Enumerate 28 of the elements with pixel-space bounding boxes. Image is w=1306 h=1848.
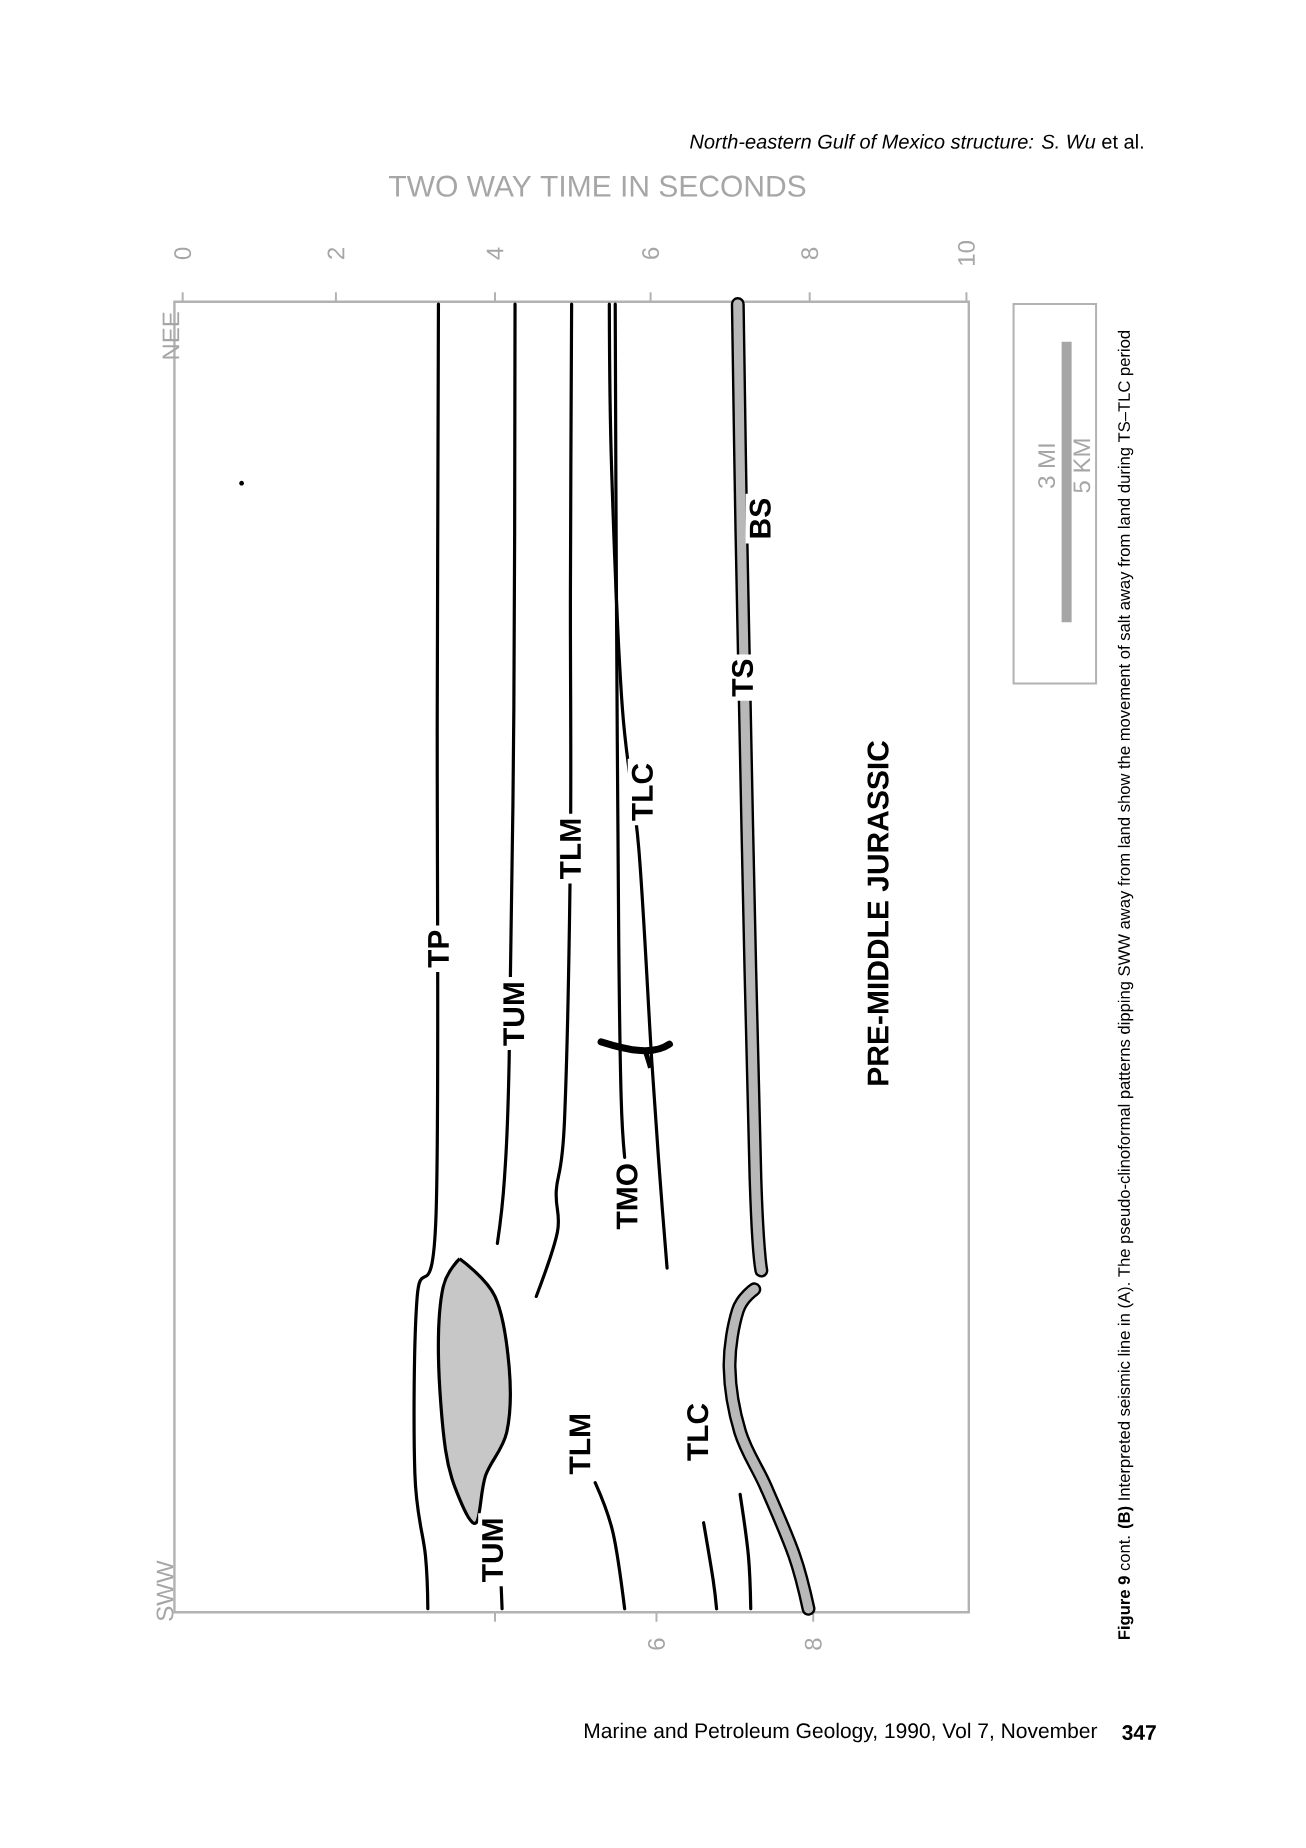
tick-label: 10 [958, 241, 975, 265]
tick-label: 6 [642, 247, 660, 259]
horizon-label: TUM [499, 977, 529, 1051]
horizon-label: BS [745, 493, 775, 544]
horizon-label: TS [727, 654, 758, 701]
scale-label: 3 MI [1038, 444, 1056, 488]
scale-label: 5 KM [1073, 439, 1091, 493]
horizon-label: TUM [478, 1513, 508, 1587]
horizon-label: TLM [556, 813, 585, 884]
horizon-label: TLC [683, 1398, 713, 1466]
horizon-label: TP [424, 925, 453, 972]
figure-caption: Figure 9 cont. (B) Interpreted seismic line in (A). The pseudo-clinoformal patterns dipping SWW away from land show the movement of salt away from land during TS–TLC period [1117, 331, 1134, 1640]
horizon-label: TLM [565, 1408, 595, 1479]
journal-footer: Marine and Petroleum Geology, 1990, Vol 7, November [585, 1722, 1098, 1743]
tick-label: 6 [648, 1638, 665, 1650]
horizon-label: TMO [612, 1158, 642, 1234]
direction-label: SWW [156, 1560, 174, 1621]
tick-label: 2 [327, 247, 345, 259]
horizon-label: TLC [627, 758, 657, 826]
axis-title: TWO WAY TIME IN SECONDS [389, 175, 806, 197]
direction-label: NEE [162, 312, 180, 359]
tick-label: 4 [486, 247, 504, 260]
tick-label: 0 [174, 247, 192, 260]
page-number: 347 [1122, 1725, 1156, 1740]
tick-label: 8 [801, 247, 819, 260]
formation-label: PRE-MIDDLE JURASSIC [867, 740, 889, 1085]
running-head: North-eastern Gulf of Mexico structure: S. Wu et al. [690, 134, 1143, 149]
tick-label: 8 [804, 1638, 822, 1650]
